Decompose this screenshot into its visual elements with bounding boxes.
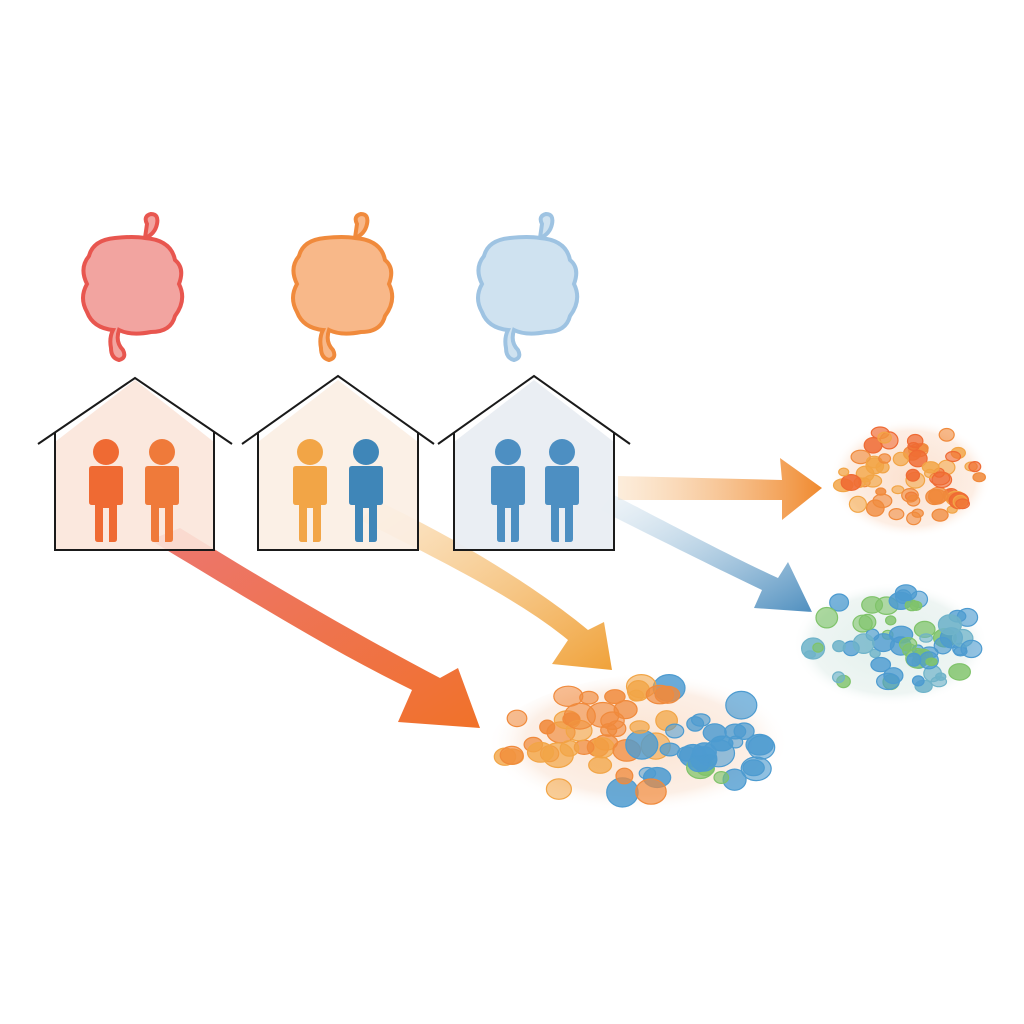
cell-dot xyxy=(960,639,983,659)
cell-dot xyxy=(829,593,850,612)
house-3-outline xyxy=(437,374,631,445)
cell-dot xyxy=(931,471,953,489)
cell-dot xyxy=(579,690,599,705)
arrow-house3-to-cool xyxy=(600,494,812,612)
cell-dot xyxy=(625,729,659,760)
cell-dot xyxy=(563,702,596,730)
cell-dot xyxy=(883,667,904,685)
cell-dot xyxy=(733,722,755,740)
cell-dot xyxy=(877,431,892,444)
cell-dot xyxy=(665,723,685,739)
cell-dot xyxy=(803,650,817,659)
cell-dot xyxy=(901,487,919,503)
cell-dot xyxy=(690,713,711,727)
cell-dot xyxy=(831,671,845,684)
cell-dot xyxy=(911,675,925,687)
cell-dot xyxy=(870,656,892,673)
cell-dot xyxy=(911,508,924,518)
cell-dot xyxy=(921,461,940,474)
cell-dot xyxy=(747,735,776,760)
cell-dot xyxy=(659,742,681,757)
cluster-warm xyxy=(829,419,992,539)
cell-dot xyxy=(725,690,758,720)
cell-dot xyxy=(852,633,875,654)
cell-dot xyxy=(638,766,657,780)
cell-dot xyxy=(948,663,971,681)
household-1 xyxy=(37,212,233,551)
cell-dot xyxy=(888,507,905,521)
cell-dot xyxy=(645,684,675,705)
arrows xyxy=(150,458,822,728)
cell-dot xyxy=(872,493,893,509)
cell-dot xyxy=(938,427,955,442)
cell-dot xyxy=(635,778,667,805)
cell-dot xyxy=(906,433,924,449)
cell-dot xyxy=(588,756,613,774)
cell-dot xyxy=(863,436,883,454)
cell-dot xyxy=(898,637,918,652)
gut-icon xyxy=(476,212,580,362)
cell-dot xyxy=(892,451,909,467)
cell-dot xyxy=(858,613,877,631)
cell-dot xyxy=(878,453,892,464)
cell-dot xyxy=(545,778,573,800)
cell-dot xyxy=(937,614,963,636)
cell-dot xyxy=(906,652,922,667)
cluster-mixed xyxy=(486,671,790,813)
house-2-outline xyxy=(241,374,435,445)
cluster-warm-cells xyxy=(832,426,986,526)
cell-dot xyxy=(861,596,884,614)
cell-dot xyxy=(615,767,634,785)
cell-dot xyxy=(925,657,938,667)
house-1-outline xyxy=(37,376,233,445)
cell-dot xyxy=(945,450,962,463)
cell-dot xyxy=(972,472,986,483)
cell-dot xyxy=(728,735,744,749)
cell-dot xyxy=(905,468,921,482)
household-3 xyxy=(437,212,631,551)
gut-icon xyxy=(81,212,185,362)
cell-dot xyxy=(869,648,881,659)
cell-dot xyxy=(885,615,897,626)
cell-dot xyxy=(933,636,953,655)
cell-dot xyxy=(559,740,580,757)
cell-dot xyxy=(629,720,650,734)
household-2 xyxy=(241,212,435,551)
cell-dot xyxy=(506,709,528,728)
cell-dot xyxy=(526,741,555,763)
cluster-cool-cells xyxy=(800,584,983,694)
arrow-house1-to-mixed xyxy=(150,528,480,728)
gut-icon xyxy=(291,212,395,362)
cell-dot xyxy=(713,770,730,784)
arrow-house3-to-warm xyxy=(618,458,822,520)
cell-dot xyxy=(904,599,920,612)
cell-dot xyxy=(840,474,862,492)
cell-dot xyxy=(812,642,824,653)
cell-dot xyxy=(919,633,933,643)
cell-dot xyxy=(848,495,868,513)
cell-dot xyxy=(687,754,711,773)
cell-dot xyxy=(931,508,949,522)
cell-dot xyxy=(968,461,982,473)
cell-dot xyxy=(863,474,883,488)
cell-dot xyxy=(925,488,944,506)
cell-dot xyxy=(499,745,524,765)
arrow-house2-to-mixed xyxy=(360,502,612,670)
cell-dot xyxy=(832,639,846,653)
cell-dot xyxy=(604,689,626,705)
house-3-body xyxy=(454,380,614,550)
cell-dot xyxy=(613,699,638,720)
cell-dot xyxy=(894,584,918,602)
cell-dot xyxy=(930,676,948,688)
house-2-body xyxy=(258,380,418,550)
cell-dot xyxy=(838,467,850,477)
cell-dot xyxy=(891,485,905,495)
cell-dot xyxy=(955,498,970,510)
cell-dot xyxy=(815,606,839,629)
cluster-cool xyxy=(792,582,989,707)
cluster-mixed-cells xyxy=(493,673,776,808)
house-1-body xyxy=(55,380,214,550)
